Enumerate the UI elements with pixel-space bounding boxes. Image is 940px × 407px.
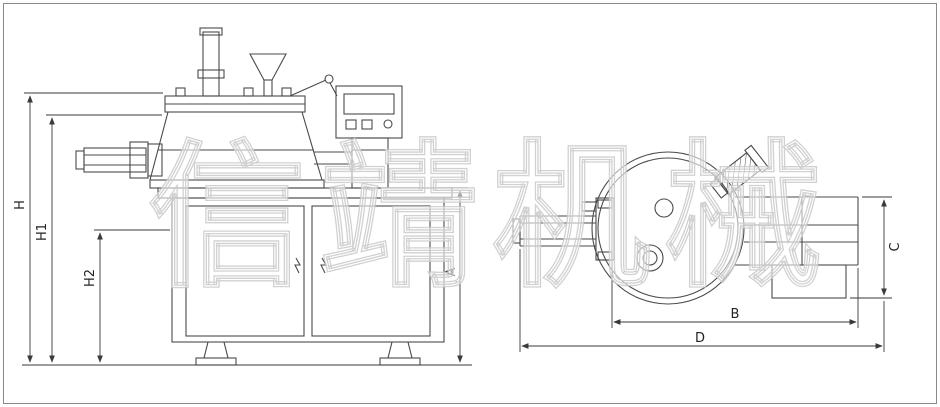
discharge-tube xyxy=(512,197,615,261)
bowl-end-circle xyxy=(591,151,745,305)
front-view xyxy=(75,27,453,366)
dim-label-b: B xyxy=(731,307,740,322)
mixing-bowl xyxy=(149,111,325,189)
watermark-text: 信靖机械 xyxy=(148,126,836,310)
dim-label-c: C xyxy=(888,242,903,251)
pneumatic-actuator xyxy=(709,144,770,199)
bowl-lid xyxy=(164,87,306,113)
dim-label-h2: H2 xyxy=(83,269,98,287)
control-button-icon xyxy=(345,119,357,130)
sight-ports xyxy=(636,198,674,272)
discharge-spout xyxy=(75,141,163,179)
dimension-C xyxy=(850,196,892,299)
lid-linkage xyxy=(289,74,338,97)
control-button-icon xyxy=(361,119,373,130)
feed-hopper xyxy=(249,53,287,97)
side-view xyxy=(512,144,859,305)
control-panel xyxy=(314,85,403,189)
dimension-lines-side: C B D xyxy=(519,196,903,352)
control-display xyxy=(343,93,395,115)
door-handle-icon xyxy=(294,257,301,274)
door-handle-icon xyxy=(320,257,327,274)
machine-feet xyxy=(195,341,421,366)
drawing-border xyxy=(3,3,937,404)
feed-pipe xyxy=(197,27,225,97)
dimension-A xyxy=(452,187,468,363)
base-block xyxy=(771,264,847,299)
control-knob-icon xyxy=(383,119,393,129)
dimension-B xyxy=(611,262,859,328)
dim-label-a: A xyxy=(444,267,459,276)
dimension-H1 xyxy=(46,114,162,363)
dim-label-h: H xyxy=(13,200,28,210)
drive-housing xyxy=(734,196,859,266)
dimension-H2 xyxy=(94,229,170,363)
dim-label-d: D xyxy=(695,331,705,346)
dimension-D xyxy=(519,249,885,352)
dimension-H xyxy=(24,92,163,363)
dimension-lines-front: H H1 H2 A xyxy=(13,92,472,366)
dim-label-h1: H1 xyxy=(35,223,50,241)
